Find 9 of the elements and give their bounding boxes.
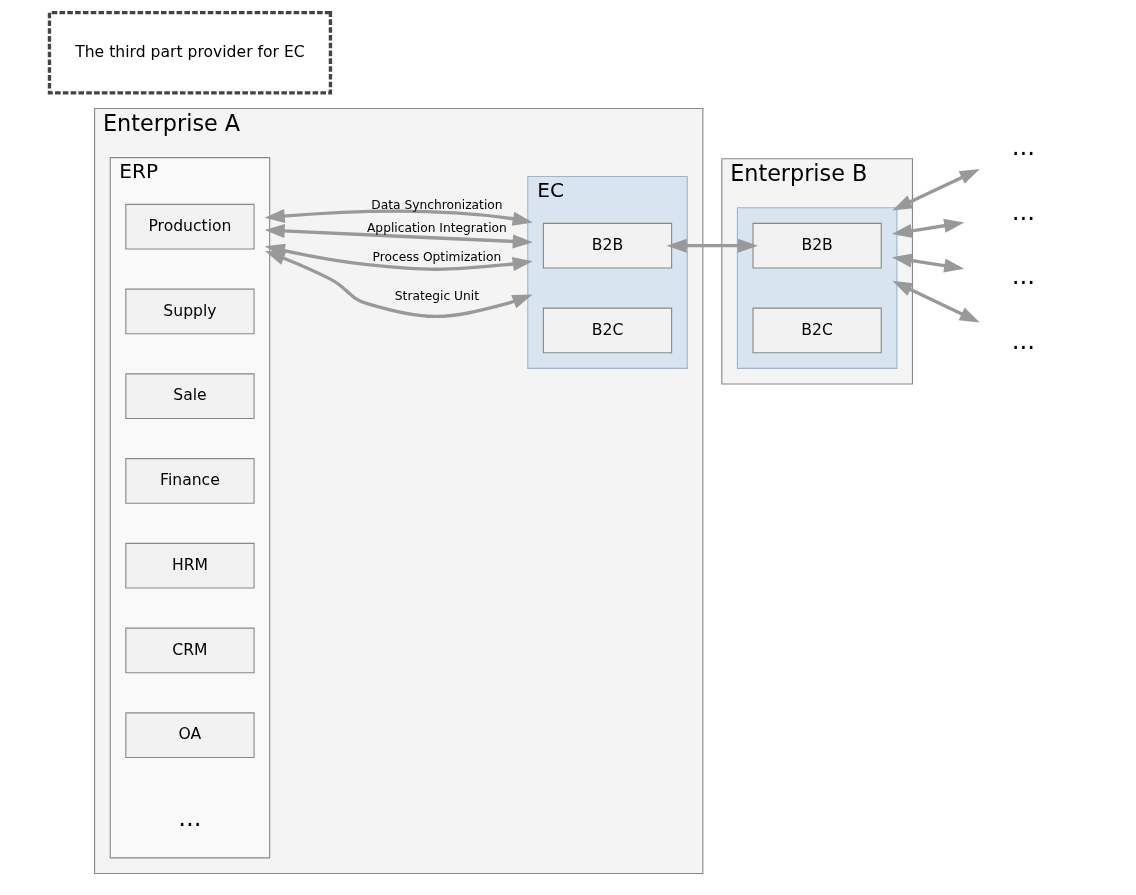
edge-label: Strategic Unit (394, 289, 479, 304)
edge-label: Data Synchronization (370, 197, 503, 212)
edge-label: Process Optimization (372, 250, 501, 265)
node-text: ... (1011, 196, 1035, 226)
node-text: ... (177, 803, 202, 833)
edge-label: Application Integration (366, 221, 507, 236)
node-text: ... (1011, 261, 1035, 291)
node-text: ... (1011, 131, 1035, 161)
node-text: ... (1011, 325, 1035, 355)
